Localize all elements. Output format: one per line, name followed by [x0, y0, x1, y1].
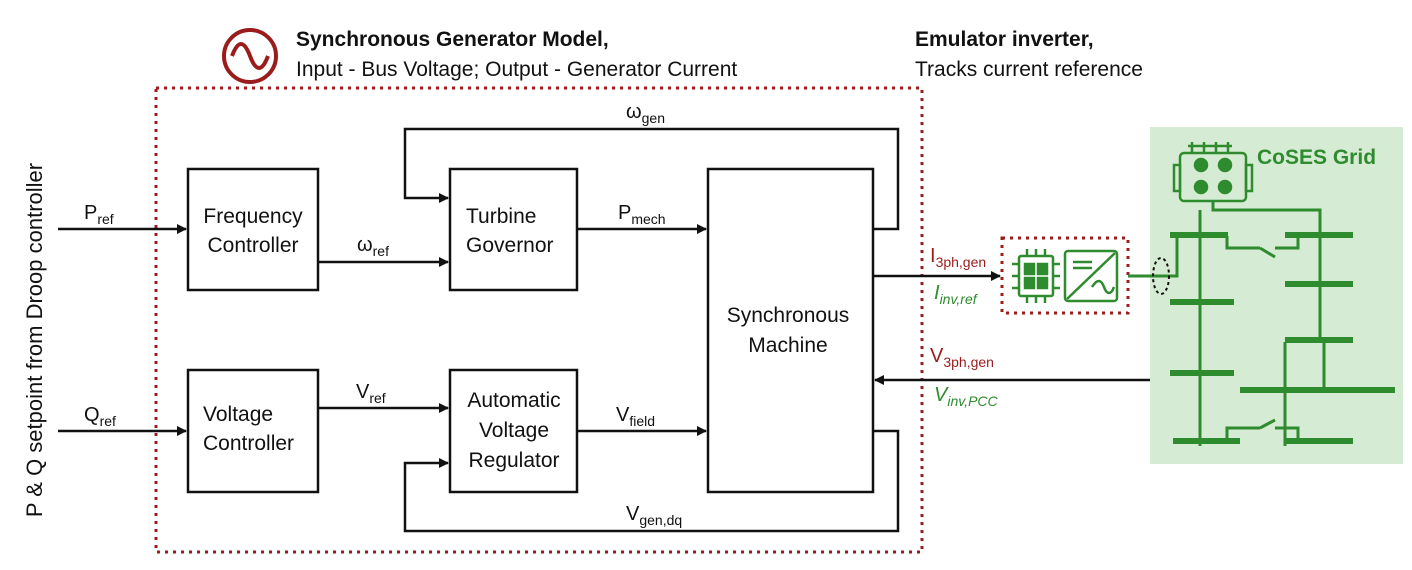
- svg-text:Controller: Controller: [207, 234, 298, 257]
- frequency-controller-block: Frequency Controller: [186, 167, 320, 292]
- sg-model-title: Synchronous Generator Model,: [296, 28, 609, 51]
- grid-network: [1128, 201, 1395, 446]
- svg-text:Automatic: Automatic: [467, 389, 560, 412]
- inverter-subtitle: Tracks current reference: [915, 58, 1143, 81]
- svg-text:Regulator: Regulator: [468, 449, 559, 472]
- svg-text:Controller: Controller: [203, 432, 294, 455]
- svg-text:Frequency: Frequency: [203, 205, 303, 228]
- sg-model-subtitle: Input - Bus Voltage; Output - Generator …: [296, 58, 737, 81]
- inverter-icon: [1063, 249, 1119, 303]
- w-gen-label: ωgen: [626, 101, 665, 126]
- controller-chip-icon: [1012, 249, 1060, 303]
- svg-text:Voltage: Voltage: [203, 403, 273, 426]
- i-inv-ref-label: Iinv,ref: [934, 282, 979, 307]
- measurement-point-icon: [1152, 257, 1170, 295]
- v-inv-pcc-label: Vinv,PCC: [934, 384, 999, 409]
- p-ref-label: Pref: [84, 202, 114, 227]
- v-gen-dq-label: Vgen,dq: [626, 503, 682, 528]
- inverter-boundary: [1000, 236, 1130, 315]
- svg-text:Synchronous: Synchronous: [727, 304, 850, 327]
- svg-text:Voltage: Voltage: [479, 419, 549, 442]
- voltage-controller-block: Voltage Controller: [186, 368, 320, 494]
- synchronous-machine-block: Synchronous Machine: [706, 167, 875, 494]
- turbine-governor-block: Turbine Governor: [448, 167, 579, 292]
- coses-grid-panel: [1150, 127, 1403, 464]
- q-ref-label: Qref: [84, 404, 116, 429]
- generator-icon: [222, 28, 278, 84]
- avr-block: Automatic Voltage Regulator: [448, 368, 579, 494]
- v-3ph-gen-label: V3ph,gen: [930, 345, 994, 370]
- svg-text:Machine: Machine: [748, 334, 827, 357]
- svg-text:Governor: Governor: [466, 234, 554, 257]
- svg-text:Turbine: Turbine: [466, 205, 536, 228]
- inverter-title: Emulator inverter,: [915, 28, 1094, 51]
- side-label: P & Q setpoint from Droop controller: [22, 163, 47, 517]
- i-3ph-gen-label: I3ph,gen: [930, 245, 986, 270]
- v-ref-label: Vref: [356, 381, 386, 406]
- w-ref-label: ωref: [357, 234, 389, 259]
- coses-grid-title: CoSES Grid: [1257, 146, 1376, 169]
- v-field-label: Vfield: [616, 404, 655, 429]
- p-mech-label: Pmech: [618, 202, 666, 227]
